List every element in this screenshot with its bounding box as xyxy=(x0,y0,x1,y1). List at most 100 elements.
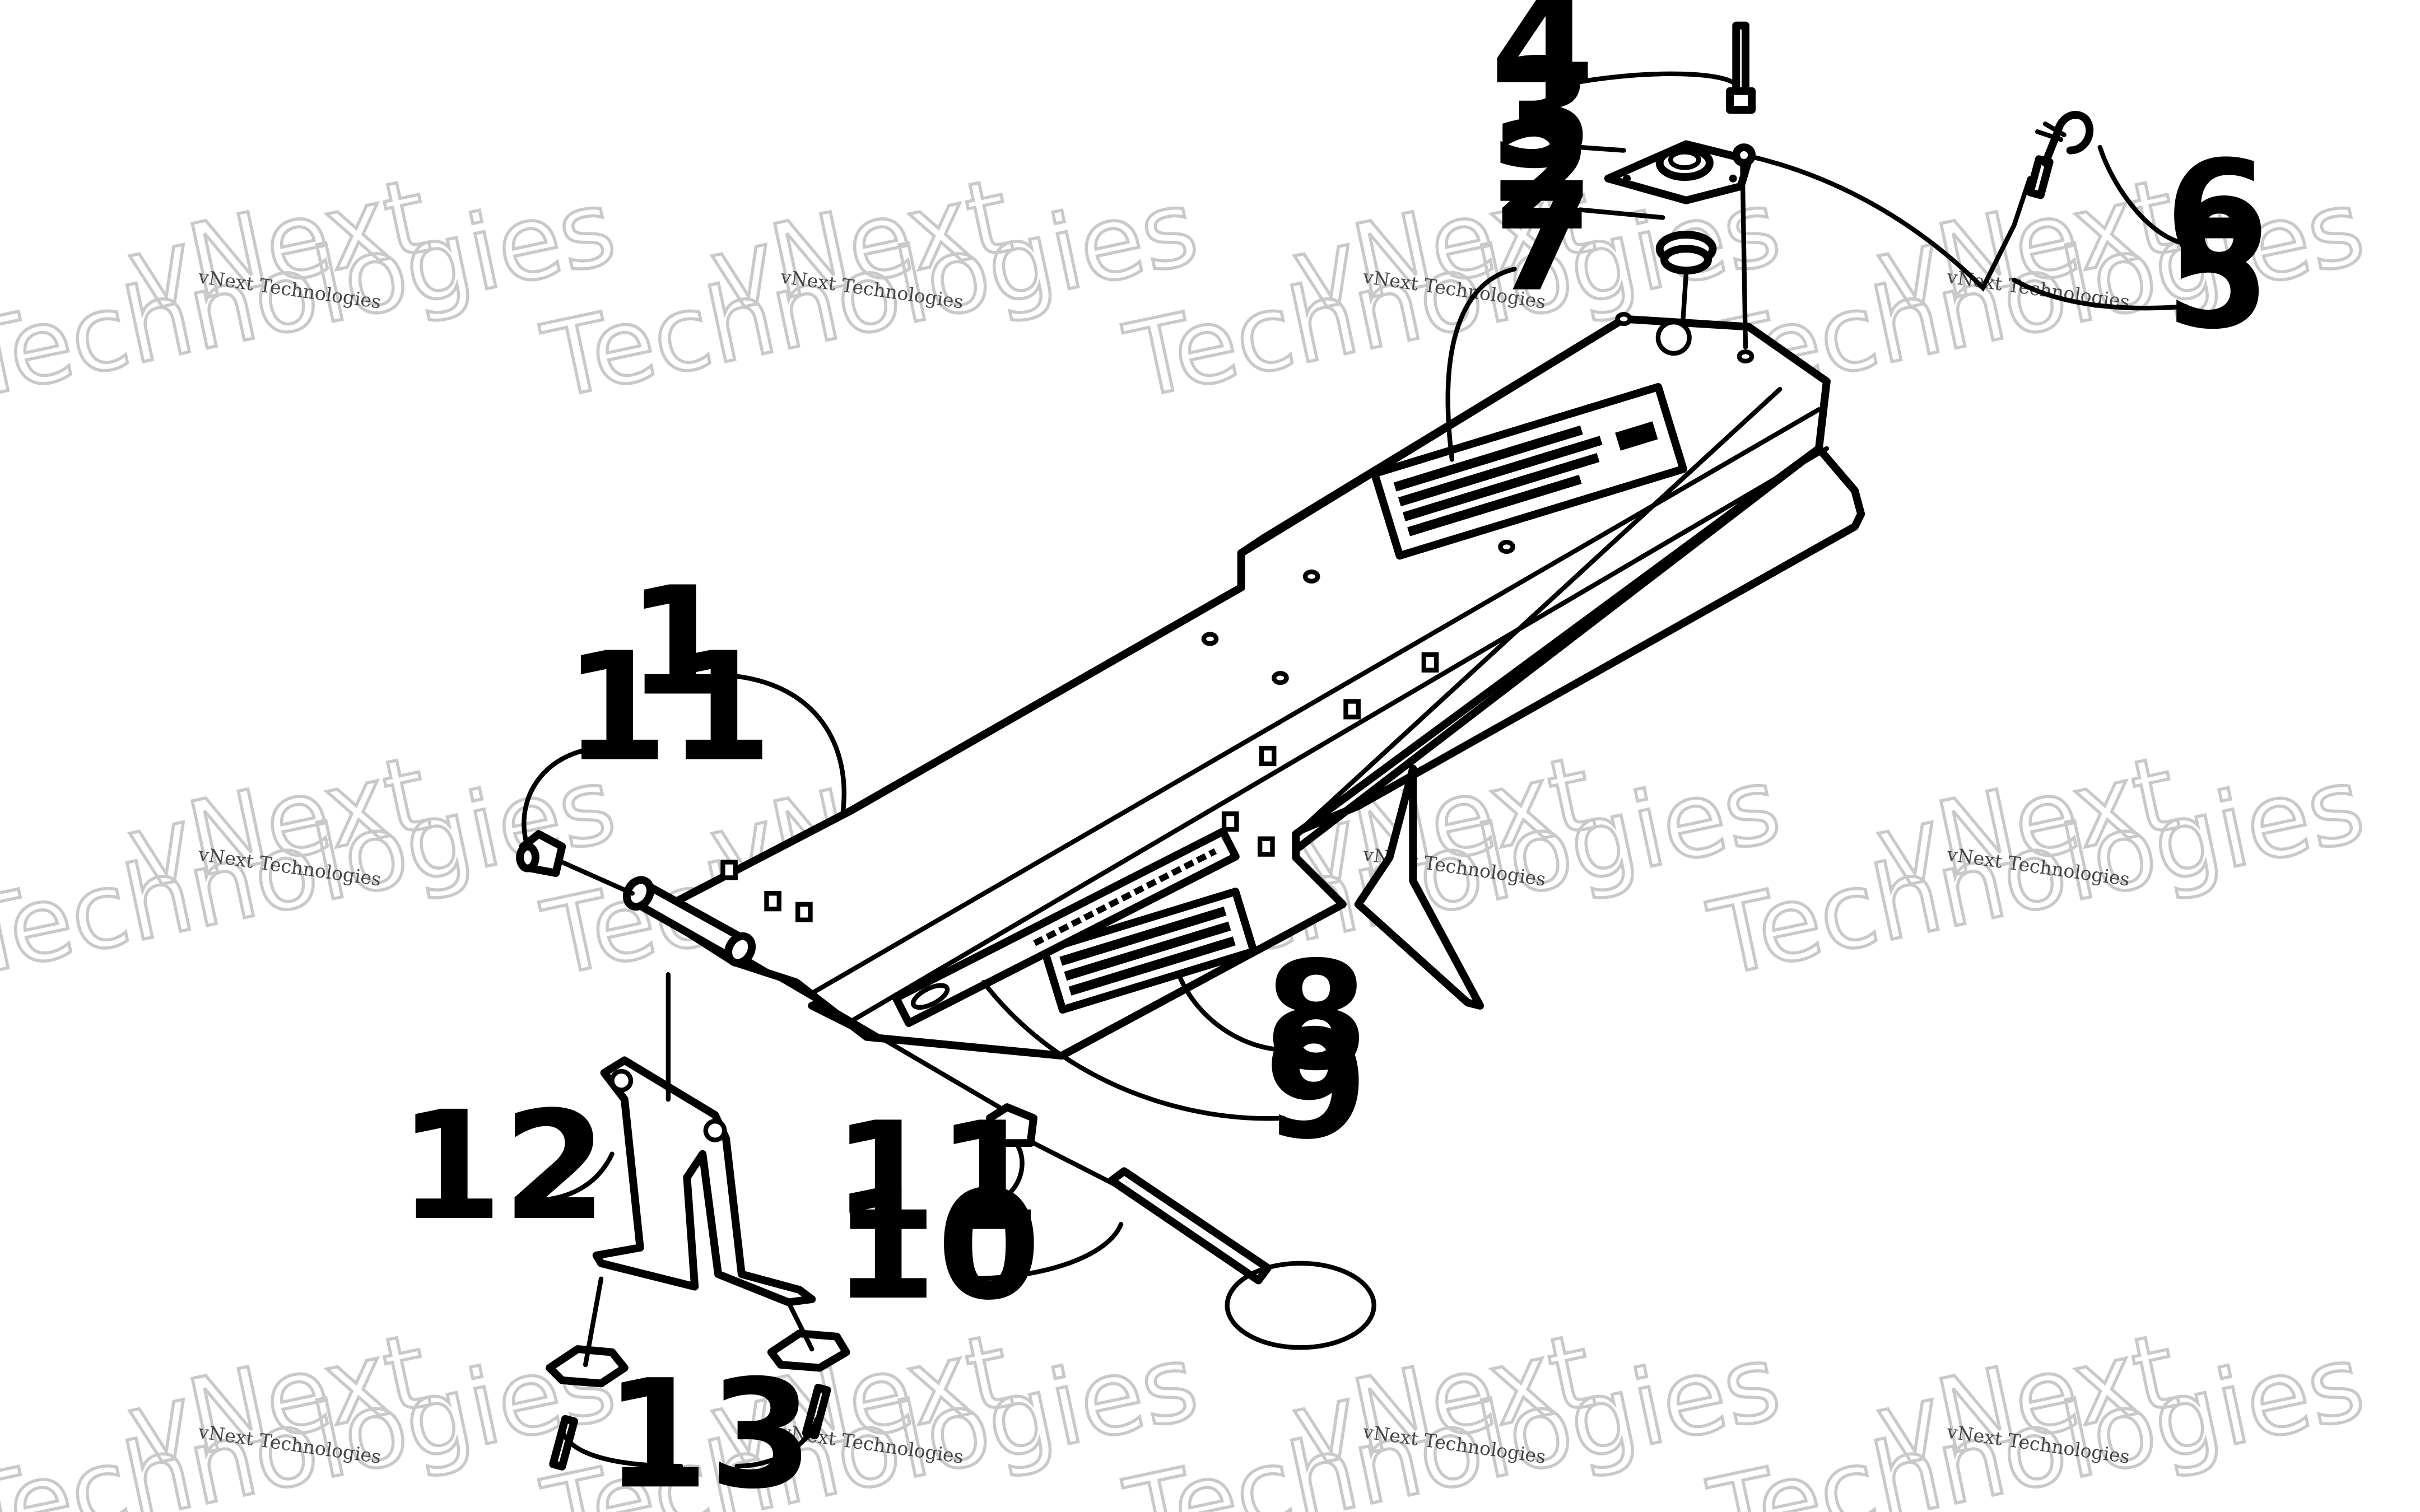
leader-7 xyxy=(1445,267,1517,462)
pin-ring xyxy=(1225,1261,1376,1350)
mount-hole xyxy=(1615,312,1632,326)
top-decal xyxy=(1370,382,1687,560)
part-label-7: 7 xyxy=(1491,151,1595,325)
stud xyxy=(764,891,781,912)
decal-text-line xyxy=(1068,936,1236,996)
top-decal-panel xyxy=(1370,382,1687,560)
stud xyxy=(1259,745,1277,767)
part-label-10: 10 xyxy=(832,1159,1041,1333)
assembly-line xyxy=(583,1276,604,1368)
bushing-left-flange xyxy=(516,842,539,872)
tether-assembly xyxy=(1749,111,2094,292)
mount-hole xyxy=(1737,349,1755,364)
part-labels: 1 2 3 4 5 6 7 8 9 10 11 11 12 13 xyxy=(398,0,2269,1512)
leader-5 xyxy=(2012,277,2189,311)
leader-lines xyxy=(522,71,2191,1469)
part-label-11-lower: 11 xyxy=(832,1090,1041,1264)
watermark: vNext Technologies vNext Technologies xyxy=(1699,732,2375,1001)
mount-hole xyxy=(1272,671,1289,685)
bracket-hole xyxy=(703,1119,727,1142)
mount-hole xyxy=(1201,632,1219,646)
strip-decal xyxy=(892,827,1240,1027)
part-label-3: 3 xyxy=(1491,27,1595,202)
part-label-8: 8 xyxy=(1264,930,1368,1104)
deck-notch xyxy=(1237,315,1628,557)
assembly-line xyxy=(786,1300,815,1352)
r-clip xyxy=(2041,111,2094,167)
retainer-hole xyxy=(1623,174,1631,183)
part-label-11-upper: 11 xyxy=(564,621,772,795)
part-label-5: 5 xyxy=(2165,189,2269,363)
pivot-tube-end xyxy=(622,876,654,911)
feet-assembly xyxy=(546,1276,850,1471)
strip-decal-text xyxy=(1033,848,1217,946)
part-label-1: 1 xyxy=(627,556,731,730)
part-label-4: 4 xyxy=(1491,0,1595,138)
strip-decal-logo xyxy=(910,983,950,1010)
leader-2 xyxy=(1577,207,1665,220)
grommet-hole xyxy=(1655,320,1692,356)
pin-assembly xyxy=(516,830,1376,1350)
watermark: vNext Technologies vNext Technologies xyxy=(0,1309,626,1512)
leader-11b xyxy=(965,1144,1025,1211)
pin-shaft xyxy=(1107,1167,1272,1285)
decal-text-line xyxy=(1407,474,1582,536)
decal-text-line xyxy=(1398,436,1603,507)
deck-fin xyxy=(1354,764,1484,1010)
side-decal xyxy=(1040,888,1258,1014)
part-label-12: 12 xyxy=(398,1080,607,1254)
assembly-line xyxy=(560,860,635,896)
stud xyxy=(1343,699,1361,720)
retainer-hole xyxy=(1729,174,1737,183)
leader-9 xyxy=(981,979,1286,1121)
watermark: vNext Technologies vNext Technologies xyxy=(533,155,1209,424)
part-label-9: 9 xyxy=(1264,998,1368,1173)
grommet-base xyxy=(1660,245,1712,275)
retainer-hole xyxy=(1668,150,1701,170)
assembly-line xyxy=(1031,1141,1119,1188)
stand-bracket-body xyxy=(592,1056,816,1306)
pivot-tube xyxy=(622,876,756,967)
assembly-line xyxy=(1681,269,1689,321)
part-label-6: 6 xyxy=(2165,129,2269,304)
foot-pad xyxy=(767,1329,850,1372)
decal-text-line xyxy=(1059,906,1227,966)
stud xyxy=(1221,811,1239,832)
stud xyxy=(720,860,738,880)
decal-text-line xyxy=(1402,452,1600,521)
decal-text-line xyxy=(1064,921,1231,981)
tether-cable xyxy=(1749,154,2032,292)
leader-13a xyxy=(560,1427,683,1469)
pivot-tube-end xyxy=(724,932,756,967)
retainer-stack xyxy=(1604,21,1756,349)
decal-logo-box xyxy=(1615,421,1658,451)
leader-1 xyxy=(715,672,846,813)
leader-6 xyxy=(2097,144,2191,247)
bracket-hole xyxy=(609,1068,634,1093)
bushing-right xyxy=(986,1103,1038,1147)
decal-text-line xyxy=(1393,425,1583,492)
assembly-line xyxy=(744,956,1002,1110)
leader-3 xyxy=(1577,144,1626,153)
stud xyxy=(795,902,813,922)
tether-eyelet xyxy=(1732,143,1756,167)
watermark: vNext Technologies vNext Technologies xyxy=(0,155,626,424)
part-label-2: 2 xyxy=(1491,90,1595,264)
stand-bracket xyxy=(592,972,816,1306)
r-clip-leg xyxy=(2035,122,2067,142)
stud xyxy=(1421,652,1439,673)
leader-13b xyxy=(734,1417,819,1469)
stud xyxy=(1258,836,1275,857)
leader-8 xyxy=(1176,972,1280,1052)
mount-hole xyxy=(1302,569,1320,584)
rivet-head xyxy=(1726,87,1756,114)
assembly-line xyxy=(1740,160,1748,349)
leader-10 xyxy=(962,1221,1124,1281)
watermark: vNext Technologies vNext Technologies xyxy=(1115,1309,1791,1512)
deck-edge-line xyxy=(848,446,1830,1024)
watermark: vNext Technologies vNext Technologies xyxy=(1699,1309,2375,1512)
leader-11a xyxy=(522,745,601,844)
leader-4 xyxy=(1577,71,1739,87)
deck-holes xyxy=(720,312,1755,922)
